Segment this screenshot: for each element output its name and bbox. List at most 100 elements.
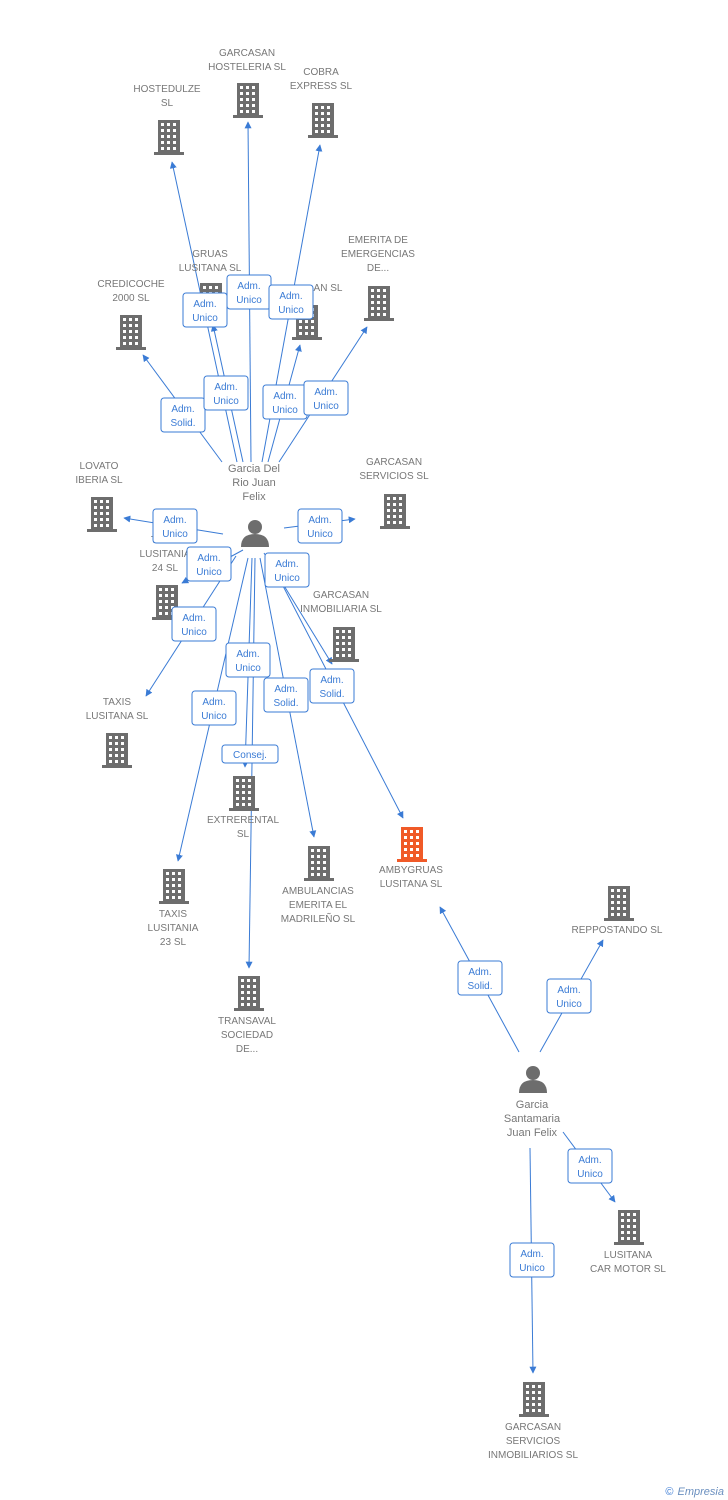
relation-badge-box: [203, 375, 249, 411]
relation-badge-r-taxis-lusitana[interactable]: Adm.Unico: [171, 606, 217, 642]
relation-badge-text: Adm.: [197, 553, 220, 564]
relation-badge-text: Unico: [272, 405, 298, 416]
relation-badge-text: Solid.: [273, 698, 298, 709]
relation-badge-r-garcasan-inmob[interactable]: Adm.Unico: [264, 552, 310, 588]
node-label-line: GARCASAN: [505, 1422, 561, 1433]
relation-badge-box: [186, 546, 232, 582]
person-icon: [519, 1066, 547, 1093]
empresia-credit[interactable]: ©Empresia: [665, 1486, 724, 1498]
relation-badge-box: [268, 284, 314, 320]
relation-badge-r-taxis24[interactable]: Adm. Unico: [186, 546, 232, 582]
relation-badge-r-transaval[interactable]: Consej.: [221, 744, 279, 764]
building-icon: [380, 494, 410, 529]
relation-badge-box: [152, 508, 198, 544]
building-icon: [159, 869, 189, 904]
node-emerita-emergencias[interactable]: EMERITA DEEMERGENCIASDE...: [341, 235, 415, 321]
node-label-line: GARCASAN: [366, 457, 422, 468]
relation-badge-text: Unico: [313, 401, 339, 412]
relation-badge-box: [171, 606, 217, 642]
relation-badge-r-reppostando[interactable]: Adm.Unico: [546, 978, 592, 1014]
node-label-line: CREDICOCHE: [97, 279, 165, 290]
relation-badge-r-cobra[interactable]: Adm.Unico: [268, 284, 314, 320]
building-icon: [397, 827, 427, 862]
relation-badge-text: Adm.: [202, 697, 225, 708]
node-transaval[interactable]: TRANSAVALSOCIEDADDE...: [218, 976, 276, 1055]
node-label-line: GARCASAN: [313, 590, 369, 601]
node-label-line: CAR MOTOR SL: [590, 1264, 666, 1275]
node-label-line: SL: [161, 98, 174, 109]
relation-badge-text: Adm.: [182, 613, 205, 624]
relation-badge-r-taxis23[interactable]: Adm. Unico: [191, 690, 237, 726]
relation-badge-box: [182, 292, 228, 328]
node-label-line: SL: [237, 829, 250, 840]
relation-badge-r-garcasan-serv[interactable]: Adm.Unico: [297, 508, 343, 544]
relation-badge-r-extrerental[interactable]: Adm.Unico: [225, 642, 271, 678]
relation-badge-text: Unico: [519, 1263, 545, 1274]
node-label-line: SOCIEDAD: [221, 1030, 273, 1041]
node-label-line: LUSITANA SL: [86, 711, 149, 722]
relation-badge-box: [509, 1242, 555, 1278]
person-icon: [241, 520, 269, 547]
node-label-line: AMBULANCIAS: [282, 886, 354, 897]
relation-badge-r-ambulancias[interactable]: Adm. Solid.: [263, 677, 309, 713]
building-icon: [154, 120, 184, 155]
relation-badge-text: Solid.: [467, 981, 492, 992]
relation-badge-box: [225, 642, 271, 678]
relation-badge-r-an[interactable]: Adm. Unico: [262, 384, 308, 420]
relation-badge-r-garcasan-si[interactable]: Adm.Unico: [509, 1242, 555, 1278]
relation-badge-r-garcasan-host[interactable]: Adm.Unico: [226, 274, 272, 310]
copyright-symbol: ©: [665, 1486, 674, 1498]
relation-badge-text: Adm.: [273, 391, 296, 402]
relation-badge-text: Adm.: [557, 985, 580, 996]
relation-badge-box: [191, 690, 237, 726]
node-label-line: Garcia: [516, 1099, 549, 1111]
relation-badge-text: Unico: [274, 573, 300, 584]
node-label-line: Rio Juan: [232, 477, 275, 489]
relation-badge-r-credicoche[interactable]: Adm.Solid.: [160, 397, 206, 433]
node-label-line: 2000 SL: [112, 293, 150, 304]
node-label-line: 23 SL: [160, 937, 187, 948]
node-reppostando[interactable]: REPPOSTANDO SL: [572, 886, 663, 936]
relation-badge-text: Unico: [196, 567, 222, 578]
relation-badge-r-ambygruas-2[interactable]: Adm.Solid.: [457, 960, 503, 996]
relation-badge-box: [457, 960, 503, 996]
relation-badge-box: [297, 508, 343, 544]
relation-badge-text: Adm.: [274, 684, 297, 695]
relation-badge-r-lusitana-car[interactable]: Adm.Unico: [567, 1148, 613, 1184]
relation-badge-text: Adm.: [193, 299, 216, 310]
node-lovato-iberia[interactable]: LOVATO IBERIA SL: [75, 461, 123, 532]
node-label-line: MADRILEÑO SL: [281, 912, 356, 925]
relation-badge-text: Adm.: [314, 387, 337, 398]
node-label-line: DE...: [236, 1044, 258, 1055]
building-icon: [304, 846, 334, 881]
relation-badge-r-ambygruas-1[interactable]: Adm.Solid.: [309, 668, 355, 704]
node-label-line: LOVATO: [80, 461, 119, 472]
building-icon: [234, 976, 264, 1011]
relation-badge-r-hostedulze[interactable]: Adm.Unico: [182, 292, 228, 328]
relation-badge-r-lovato[interactable]: Adm.Unico: [152, 508, 198, 544]
relation-badge-text: Unico: [201, 711, 227, 722]
relation-badge-text: Unico: [577, 1169, 603, 1180]
node-label-line: Juan Felix: [507, 1127, 558, 1139]
node-credicoche[interactable]: CREDICOCHE 2000 SL: [97, 279, 165, 350]
node-label-line: IBERIA SL: [75, 475, 123, 486]
relation-badge-r-emerita[interactable]: Adm. Unico: [303, 380, 349, 416]
relation-badge-box: [546, 978, 592, 1014]
relation-badge-r-gruas[interactable]: Adm.Unico: [203, 375, 249, 411]
